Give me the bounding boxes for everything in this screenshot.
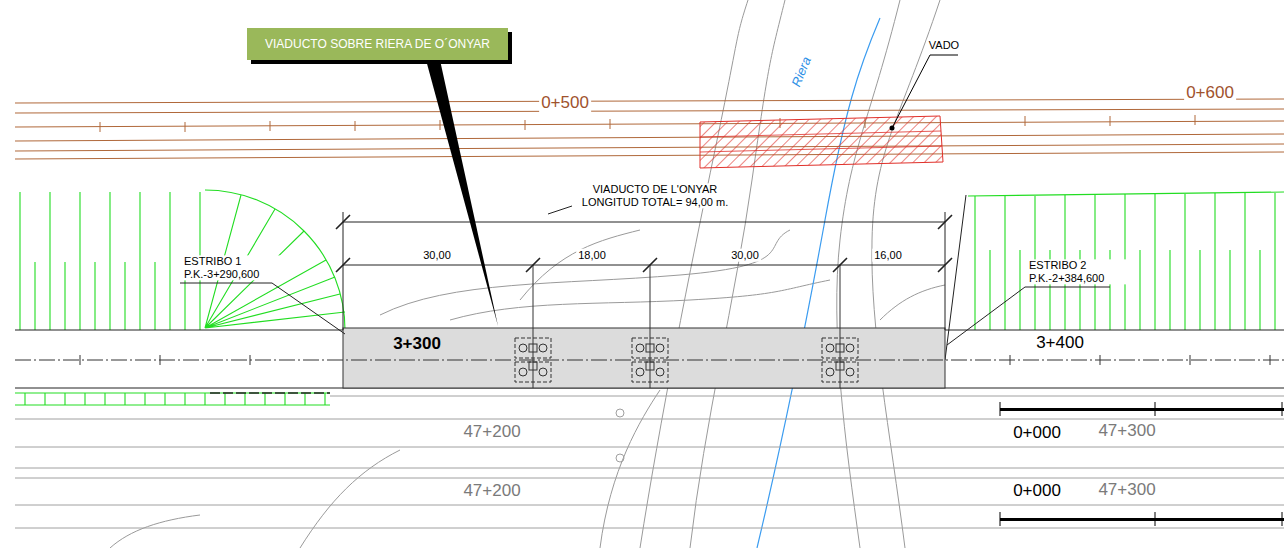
lower-road-lines bbox=[15, 396, 1284, 528]
callout-pointer bbox=[426, 60, 498, 326]
ford-hatch bbox=[700, 116, 943, 168]
chainage-label: 0+000 bbox=[1011, 481, 1063, 501]
leader-line bbox=[892, 55, 958, 128]
contour-line bbox=[300, 450, 400, 548]
contour-line bbox=[872, 0, 940, 548]
callout-box: VIADUCTO SOBRE RIERA DE O´ONYAR bbox=[247, 28, 508, 60]
pile bbox=[846, 368, 854, 376]
callout-text: VIADUCTO SOBRE RIERA DE O´ONYAR bbox=[265, 37, 490, 51]
pile bbox=[539, 368, 547, 376]
pier bbox=[646, 344, 654, 352]
scale-bar bbox=[1000, 518, 1284, 521]
contour-line bbox=[600, 390, 660, 548]
pile-cap bbox=[822, 338, 858, 358]
pile-cap bbox=[632, 338, 668, 358]
road-edge bbox=[15, 419, 1284, 420]
chainage-label: 0+600 bbox=[1184, 83, 1236, 103]
contour-line bbox=[837, 0, 900, 548]
span-dimension: 30,00 bbox=[729, 249, 761, 262]
pier bbox=[646, 362, 654, 370]
road-lines bbox=[15, 99, 1284, 159]
dimension-line bbox=[343, 265, 945, 266]
leader-line bbox=[180, 283, 345, 334]
abutment-label: ESTRIBO 1 P.K.-3+290,600 bbox=[182, 255, 286, 280]
ford-label: VADO bbox=[927, 39, 961, 52]
span-dimension: 30,00 bbox=[421, 249, 453, 262]
pile bbox=[539, 344, 547, 352]
marker-circle bbox=[616, 409, 624, 417]
contour-line bbox=[690, 0, 785, 548]
road-edge bbox=[15, 528, 1284, 529]
road-ticks bbox=[100, 115, 1195, 132]
pile bbox=[826, 344, 834, 352]
pile bbox=[519, 344, 527, 352]
span-dimension: 16,00 bbox=[872, 249, 904, 262]
pile bbox=[826, 368, 834, 376]
contour-line bbox=[380, 230, 790, 315]
contour-line bbox=[450, 280, 830, 320]
chainage-label: 47+300 bbox=[1096, 480, 1157, 500]
pier-symbols bbox=[515, 265, 858, 388]
pier bbox=[529, 344, 537, 352]
road-edge bbox=[15, 478, 1284, 479]
scale-ticks bbox=[1000, 402, 1282, 526]
slope-marks bbox=[15, 190, 1284, 405]
slope-ticks bbox=[975, 193, 1275, 330]
chainage-label: 0+500 bbox=[539, 93, 591, 113]
road-edge bbox=[15, 109, 1284, 113]
contour-line bbox=[110, 515, 200, 548]
chainage-label: 3+400 bbox=[1034, 333, 1086, 353]
scale-bar bbox=[1000, 408, 1284, 411]
contour-lines bbox=[110, 0, 945, 548]
road-edge bbox=[15, 144, 1284, 151]
river-name: Riera bbox=[789, 53, 816, 91]
contour-line bbox=[880, 285, 945, 320]
pile bbox=[636, 344, 644, 352]
chainage-label: 47+300 bbox=[1096, 421, 1157, 441]
pile-cap bbox=[822, 362, 858, 382]
pier bbox=[836, 344, 844, 352]
viaduct-deck bbox=[343, 328, 945, 388]
slope-edge bbox=[968, 192, 1284, 196]
viaduct-label: VIADUCTO DE L'ONYAR LONGITUD TOTAL= 94,0… bbox=[573, 183, 737, 208]
dimension-lines bbox=[180, 206, 1110, 345]
road-edge bbox=[15, 152, 1284, 159]
pile bbox=[846, 344, 854, 352]
pile-cap bbox=[515, 338, 551, 358]
road-edge bbox=[15, 134, 1284, 141]
road-edge bbox=[15, 468, 1284, 469]
pier-axis bbox=[533, 265, 840, 388]
pile-cap bbox=[632, 362, 668, 382]
pile bbox=[519, 368, 527, 376]
pile-cap bbox=[515, 362, 551, 382]
chainage-label: 3+300 bbox=[391, 334, 443, 354]
road-edge bbox=[330, 396, 1284, 397]
chainage-label: 47+200 bbox=[461, 422, 522, 442]
span-dimension: 18,00 bbox=[576, 249, 608, 262]
ford-lines bbox=[700, 131, 942, 152]
dimension-ticks bbox=[336, 215, 952, 272]
road-axis bbox=[15, 121, 1284, 127]
abutment-label: ESTRIBO 2 P.K.-2+384,600 bbox=[1027, 259, 1131, 284]
pile bbox=[656, 368, 664, 376]
axis-ticks bbox=[80, 355, 1270, 365]
leader-line bbox=[548, 206, 572, 214]
pier bbox=[836, 362, 844, 370]
pile bbox=[636, 368, 644, 376]
dimension-line bbox=[343, 222, 945, 223]
road-edge bbox=[15, 99, 1284, 103]
road-edge bbox=[15, 505, 1284, 506]
road-edge bbox=[15, 447, 1284, 448]
slope-ticks bbox=[20, 192, 200, 330]
scale-bars bbox=[1000, 402, 1284, 526]
barrier-line bbox=[210, 392, 330, 394]
pier bbox=[529, 362, 537, 370]
slope-ticks bbox=[15, 393, 330, 405]
pile bbox=[656, 344, 664, 352]
marker-circle bbox=[616, 454, 624, 462]
chainage-label: 0+000 bbox=[1011, 423, 1063, 443]
chainage-label: 47+200 bbox=[461, 481, 522, 501]
